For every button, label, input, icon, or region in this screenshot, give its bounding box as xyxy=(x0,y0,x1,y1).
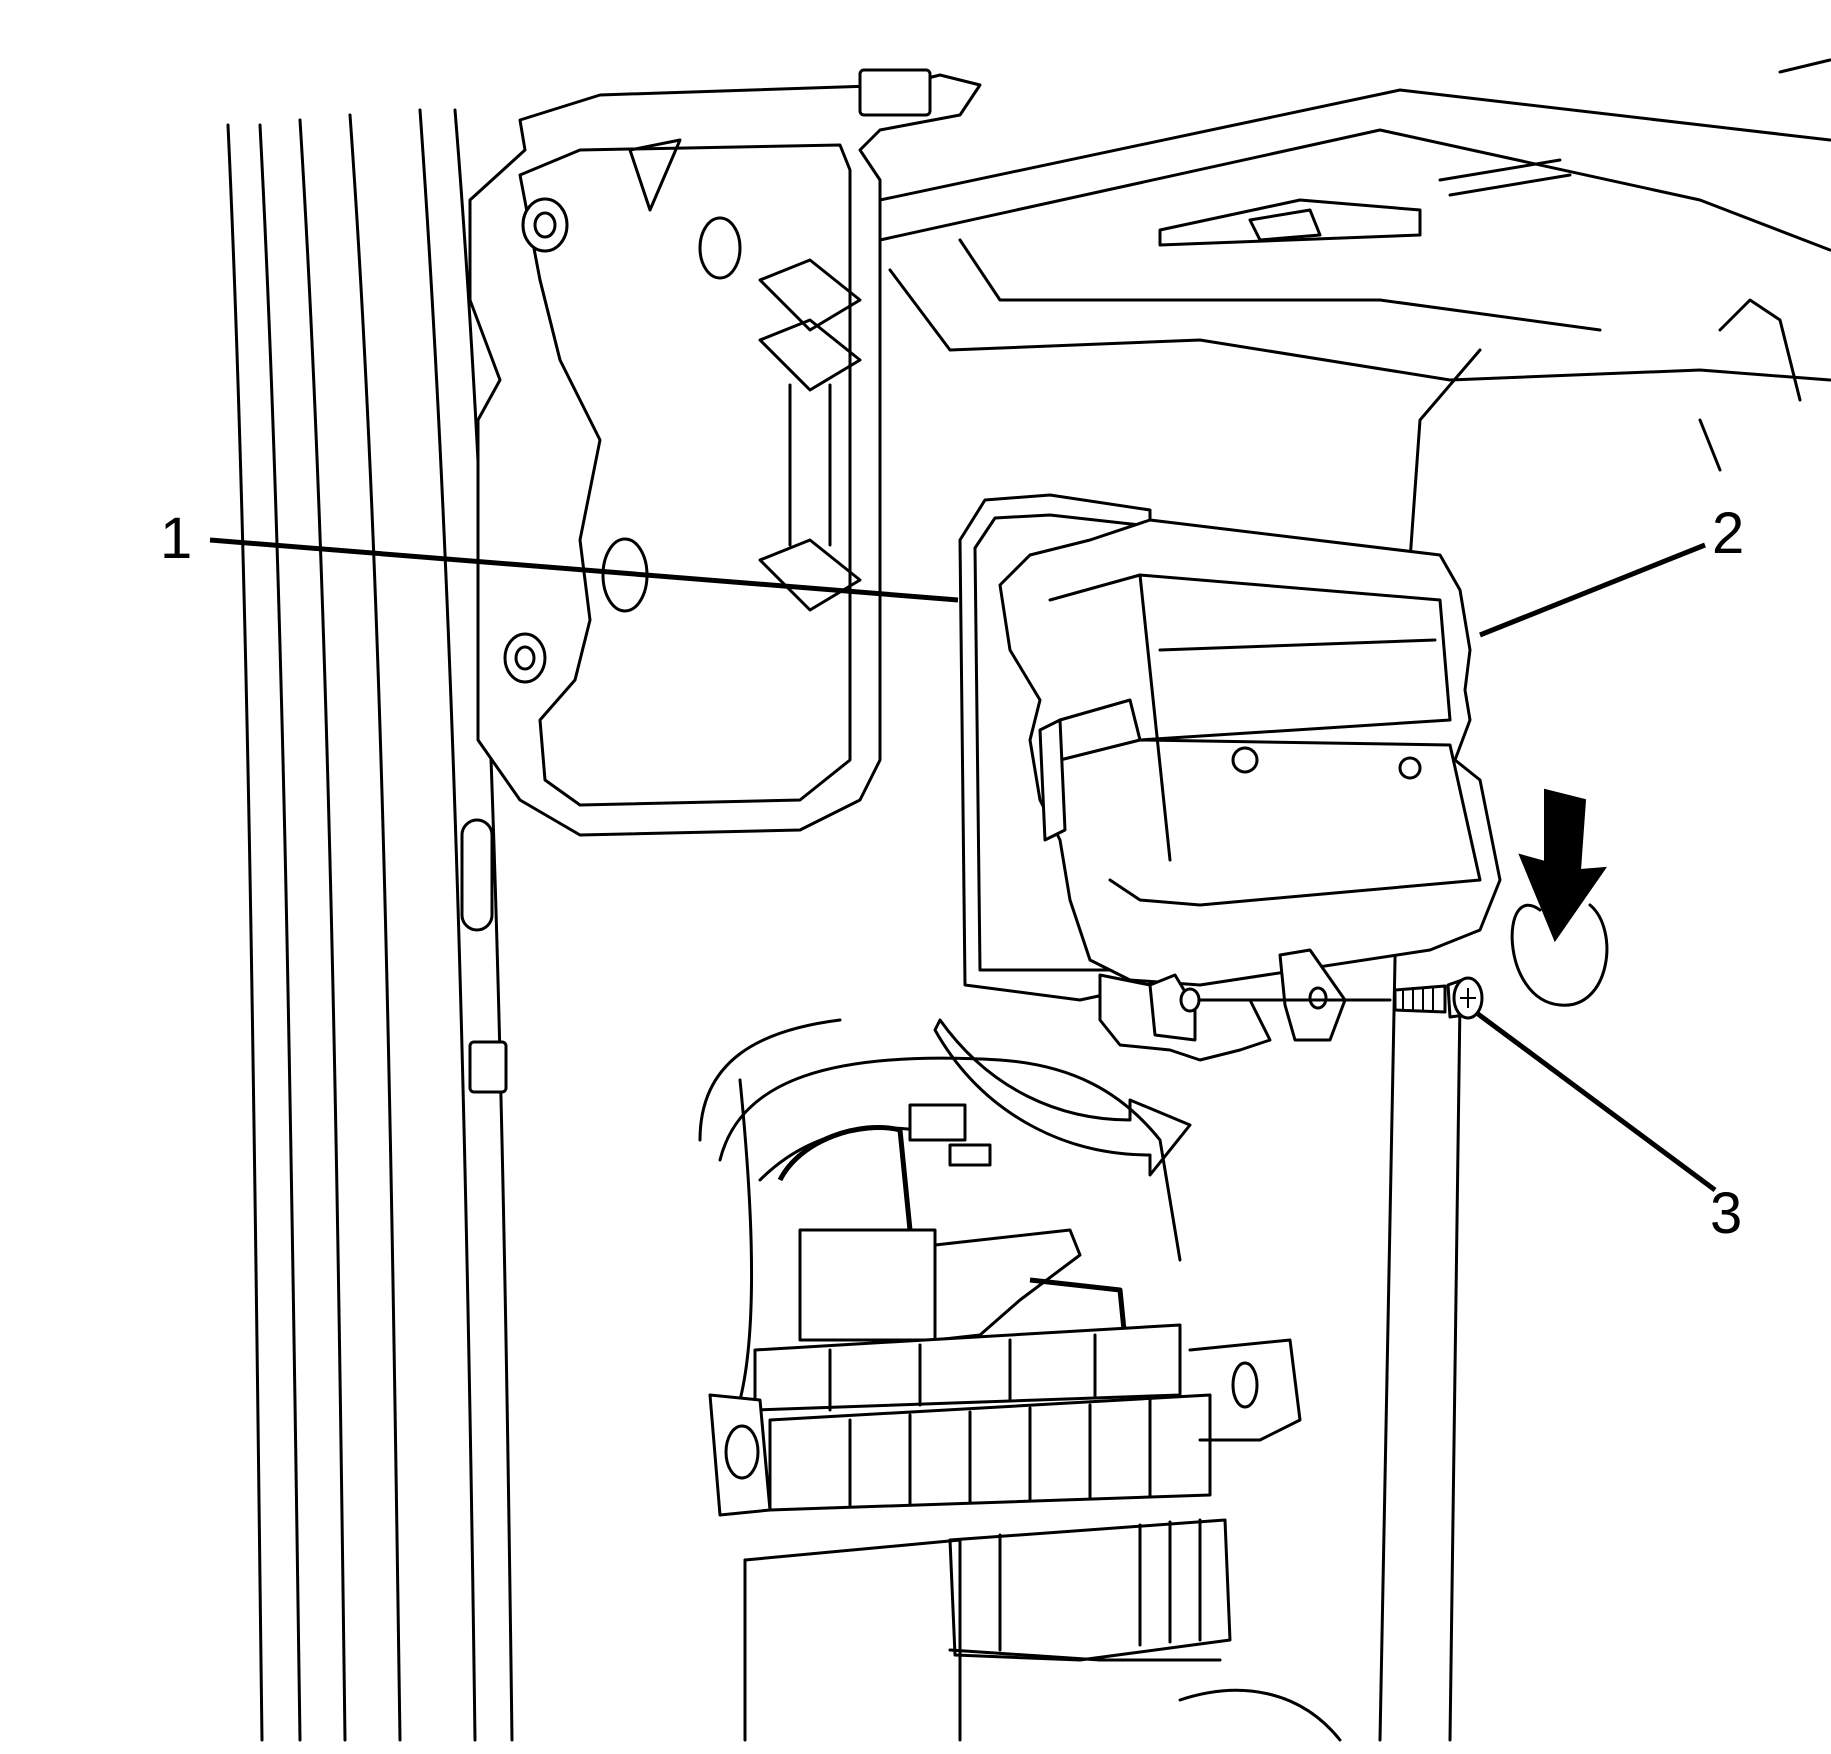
leader-line-2 xyxy=(1479,542,1706,638)
leader-line-1 xyxy=(209,537,959,603)
leader-line-3 xyxy=(1476,1011,1717,1193)
callout-2: 2 xyxy=(1712,501,1745,566)
instrument-panel xyxy=(878,58,1831,1742)
access-hole xyxy=(1510,903,1609,1007)
electronic-module xyxy=(998,518,1502,1062)
bolt xyxy=(1203,976,1484,1020)
callout-1: 1 xyxy=(160,506,193,571)
mounting-bracket xyxy=(468,68,982,837)
curved-arrow-icon xyxy=(933,1018,1192,1177)
fuse-block-area xyxy=(698,1018,1342,1742)
body-pillar xyxy=(226,108,514,1742)
leader-lines xyxy=(209,537,1717,1193)
callout-3: 3 xyxy=(1710,1181,1743,1246)
down-arrow-icon xyxy=(1518,788,1608,943)
